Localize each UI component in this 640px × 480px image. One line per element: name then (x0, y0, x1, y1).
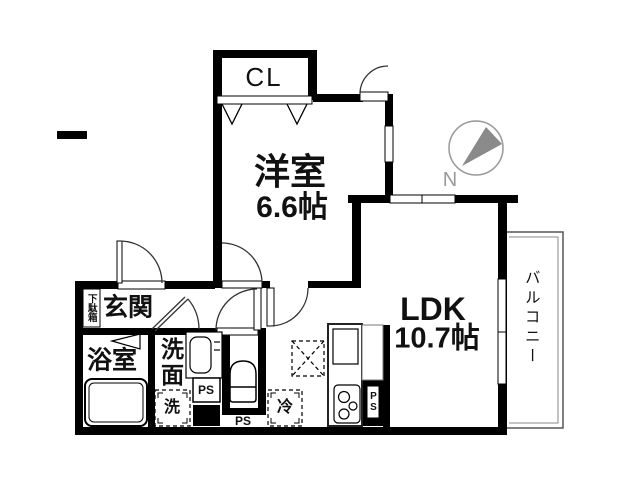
washroom-label: 洗面 (157, 337, 184, 389)
pipe-space-kitchen-box (366, 385, 380, 419)
ldk-door-open-leaf (266, 287, 275, 327)
ldk-label: LDK (400, 291, 466, 327)
kitchen-sink-icon (332, 328, 359, 365)
hall-door-arc (187, 298, 200, 330)
counter-extension (361, 324, 384, 381)
kitchen-counter-icon (327, 323, 363, 427)
balcony-outline (507, 231, 564, 429)
closet-label: CL (245, 62, 283, 92)
toilet-icon (229, 360, 257, 403)
washbasin-icon (185, 331, 223, 379)
washing-machine-label: 洗 (163, 399, 181, 416)
closet-folding-door-marks (221, 103, 308, 126)
north-door-leaf (359, 91, 389, 102)
floor-hatch-box (291, 340, 325, 377)
toilet-doorway (216, 327, 259, 336)
bedroom-door-arc (221, 242, 263, 284)
stove-icon (333, 384, 361, 424)
bathroom-label: 浴室 (86, 346, 138, 375)
compass-north-label: N (442, 169, 458, 191)
compass-icon (448, 120, 504, 176)
ldk-size: 10.7帖 (394, 322, 480, 355)
pipe-space-washroom-label: PS (197, 383, 215, 397)
bathroom-door-icon (109, 333, 141, 350)
ldk-door-arc (269, 287, 309, 327)
toilet-door-arc (215, 288, 258, 331)
shoe-cabinet-label: 下駄箱 (85, 293, 97, 323)
western-room-size: 6.6帖 (256, 191, 328, 224)
washroom-shaft (193, 405, 220, 426)
pipe-space-kitchen-label: PS (368, 391, 379, 413)
entrance-door-arc (119, 240, 163, 284)
refrigerator-box (267, 389, 303, 427)
hall-door-leaf (151, 296, 189, 332)
entrance-door-open-leaf (116, 240, 123, 284)
north-door-arc (359, 65, 389, 95)
shoe-cabinet-box (82, 288, 101, 328)
closet-front-line (216, 95, 313, 105)
pipe-space-washroom-box (192, 377, 221, 403)
western-room-label: 洋室 (253, 151, 327, 192)
balcony-label: バルコニー (522, 269, 540, 367)
toilet-door-open-leaf (253, 287, 262, 331)
pipe-space-toilet-label: PS (234, 414, 252, 428)
washing-machine-box (154, 389, 191, 427)
door-arcs (119, 65, 389, 331)
walls (57, 50, 518, 435)
window-mullions (421, 195, 506, 333)
entrance-label: 玄関 (102, 293, 154, 322)
entrance-door-leaf (117, 280, 166, 290)
bedroom-window (384, 125, 394, 163)
bedroom-door-leaf (221, 280, 263, 289)
bathtub-icon (84, 378, 148, 427)
refrigerator-label: 冷 (276, 399, 294, 416)
